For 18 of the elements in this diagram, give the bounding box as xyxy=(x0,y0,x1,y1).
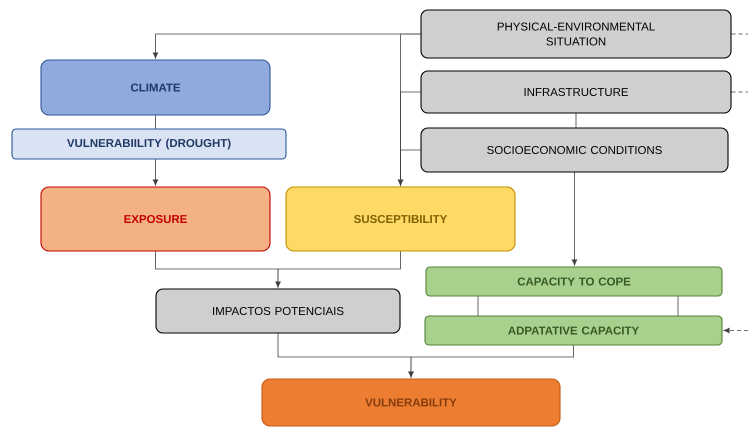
result-box: VULNERABILITY xyxy=(261,378,561,427)
factor-box: PHYSICAL-ENVIRONMENTAL SITUATION xyxy=(420,9,732,59)
factor-box: CLIMATE xyxy=(40,59,271,116)
arrow xyxy=(724,328,748,334)
arrow xyxy=(398,150,421,186)
factor-box: INFRASTRUCTURE xyxy=(420,70,732,114)
capacity-box: ADPATATIVE CAPACITY xyxy=(424,315,723,346)
connector-line xyxy=(155,115,156,129)
capacity-box: CAPACITY TO COPE xyxy=(425,266,723,297)
factor-box: SUSCEPTIBILITY xyxy=(285,186,516,252)
factor-box: IMPACTOS POTENCIAIS xyxy=(155,288,401,334)
factor-box: EXPOSURE xyxy=(40,186,271,252)
arrow xyxy=(275,251,401,288)
factor-box: VULNERABIILITY (DROUGHT) xyxy=(11,128,287,160)
arrow xyxy=(572,172,578,266)
factor-box: SOCIOECONOMIC CONDITIONS xyxy=(420,127,729,173)
arrow xyxy=(408,345,574,378)
arrow xyxy=(152,159,158,186)
